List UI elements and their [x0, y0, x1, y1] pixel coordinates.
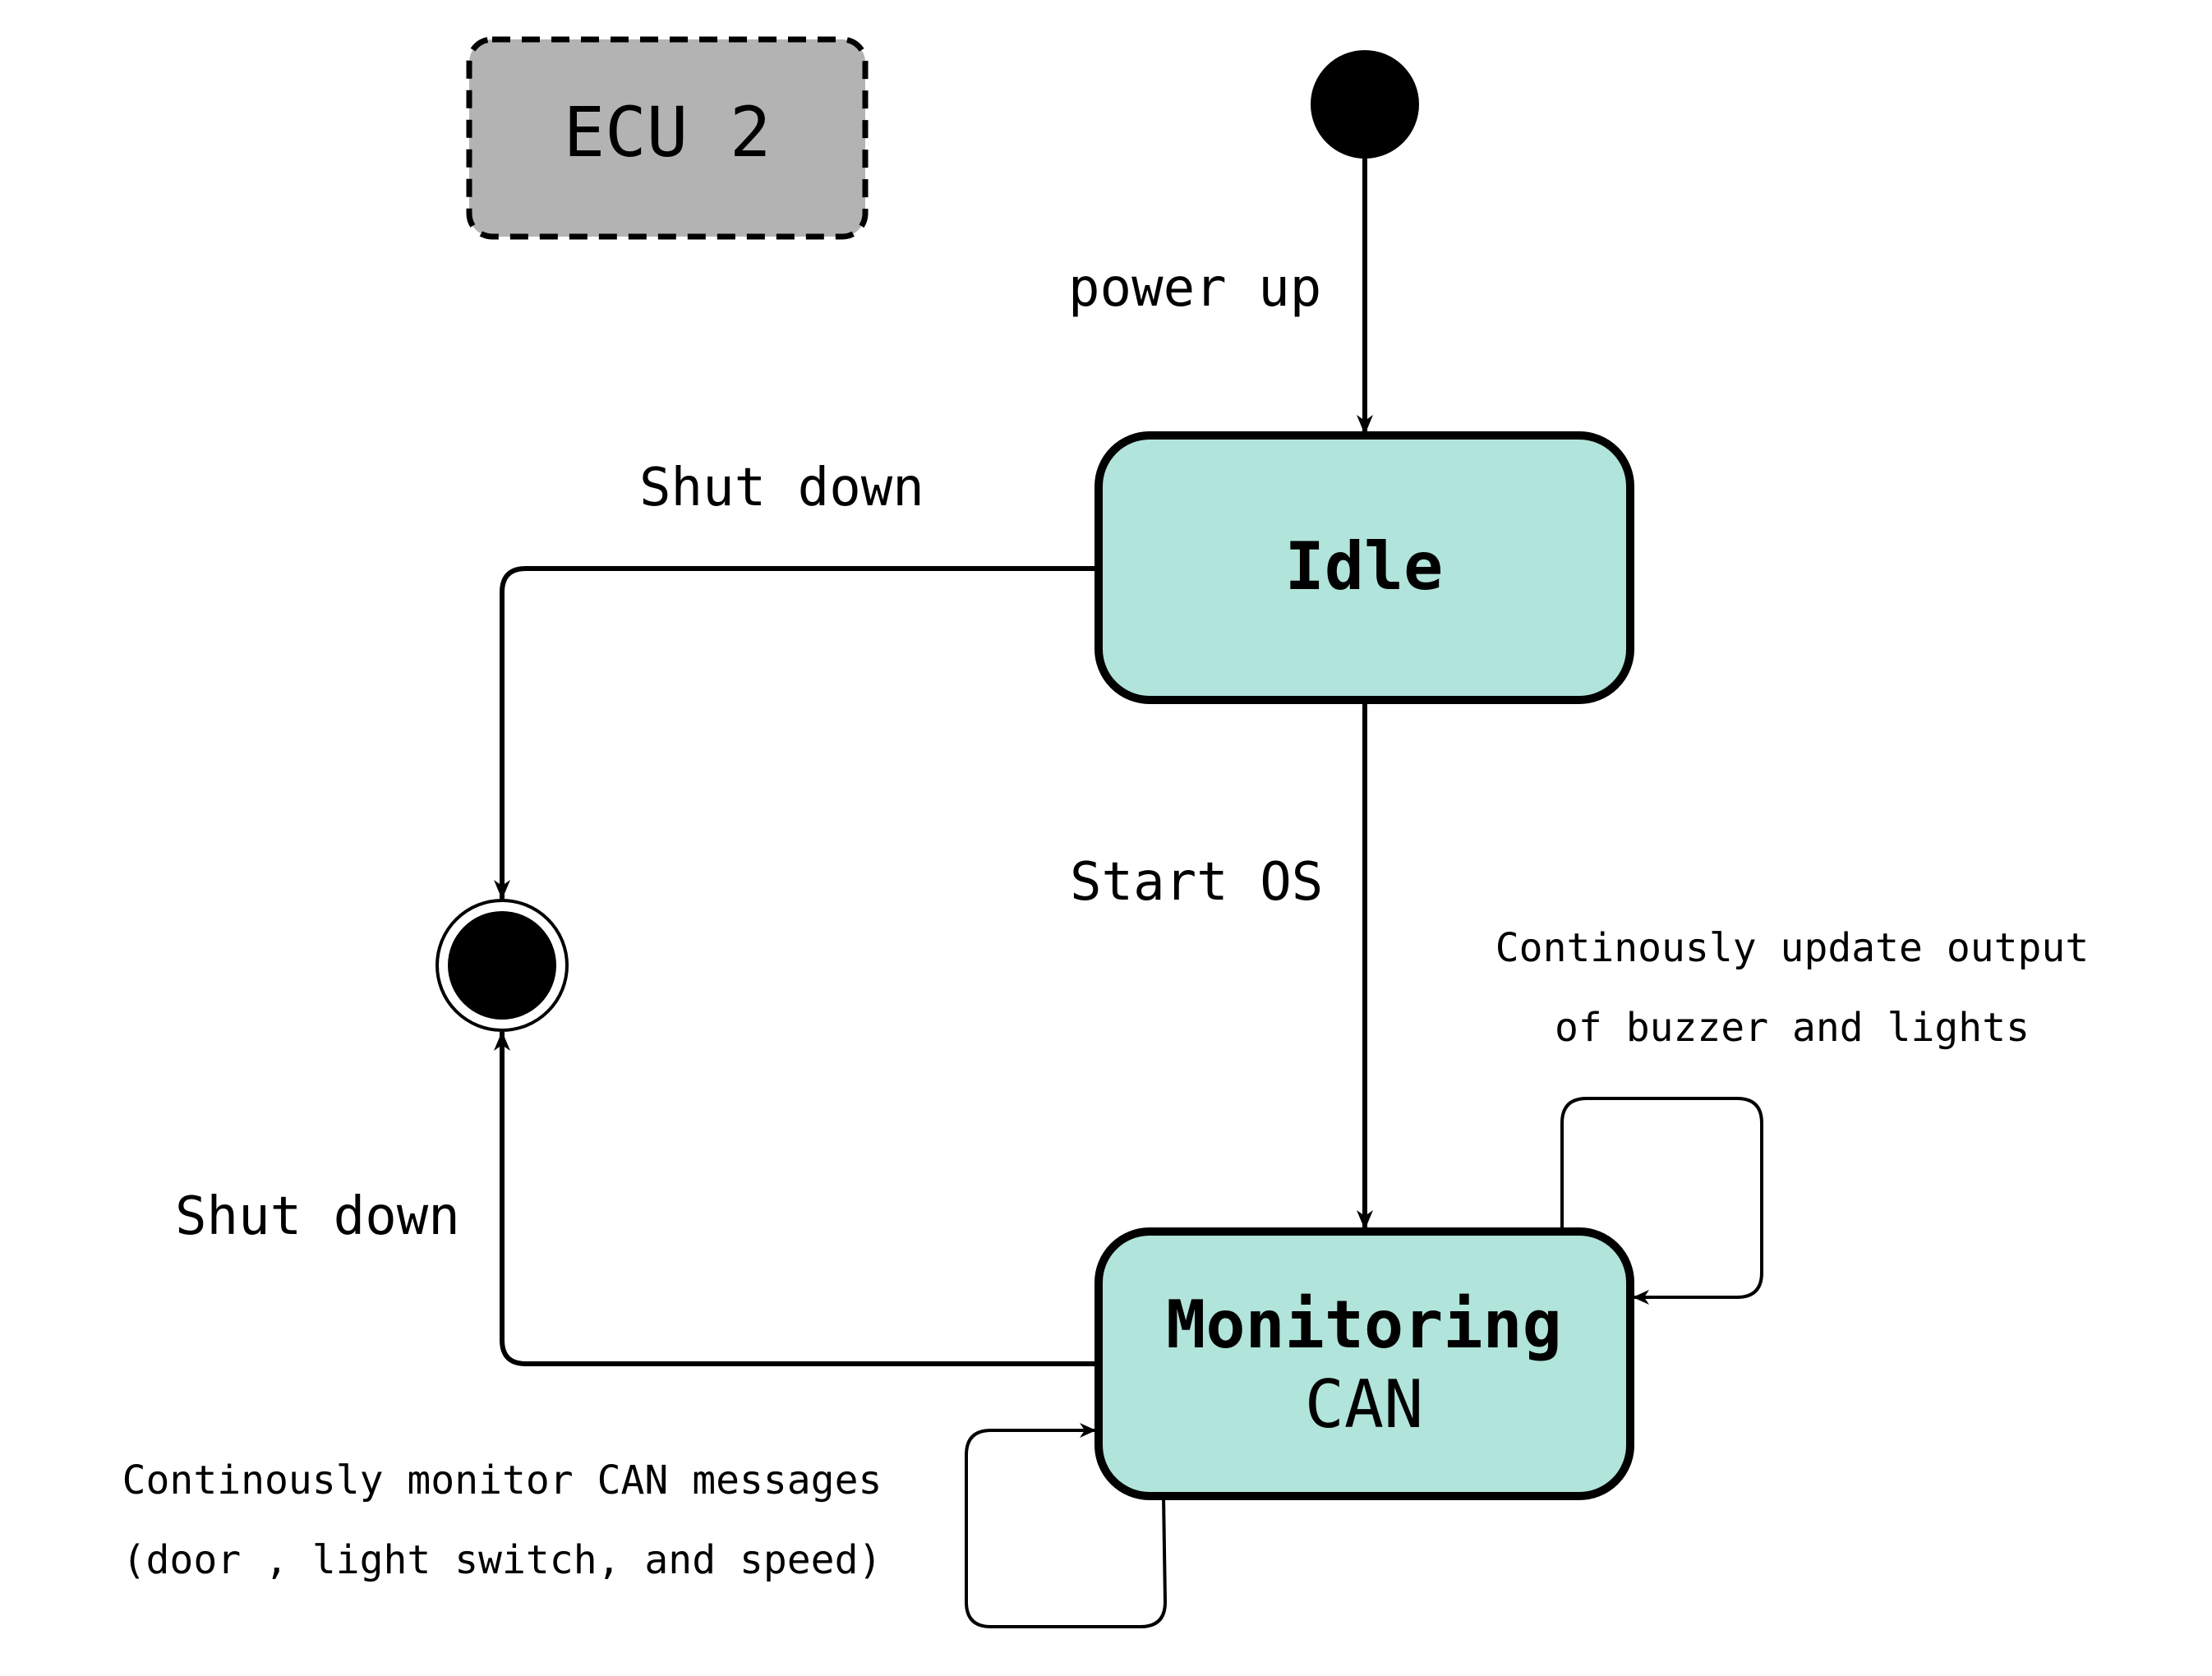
idle-state: Idle — [1094, 431, 1634, 704]
initial-state-node — [1311, 50, 1419, 159]
final-state-node — [435, 899, 569, 1032]
ecu-title-label: ECU 2 — [564, 92, 772, 173]
monitoring-shut-down-label: Shut down — [175, 1186, 460, 1247]
monitoring-state-label-line2: CAN — [1305, 1366, 1424, 1443]
start-os-label: Start OS — [1070, 852, 1323, 913]
idle-state-label: Idle — [1285, 528, 1444, 605]
update-output-self-loop — [1560, 1097, 1763, 1305]
monitoring-state-label-line1: Monitoring — [1166, 1287, 1562, 1363]
monitoring-can-state: Monitoring CAN — [1094, 1227, 1634, 1500]
update-output-note-line2: of buzzer and lights — [1555, 1005, 2030, 1051]
ecu-title-box: ECU 2 — [466, 36, 869, 240]
monitor-can-note-line2: (door , light switch, and speed) — [122, 1537, 882, 1583]
update-output-note-line1: Continously update output — [1495, 925, 2089, 971]
monitoring-shut-down-arrow — [494, 1031, 1099, 1366]
monitor-can-self-loop — [965, 1423, 1168, 1628]
monitor-can-note-line1: Continously monitor CAN messages — [122, 1457, 882, 1503]
power-up-label: power up — [1068, 258, 1321, 319]
idle-shut-down-label: Shut down — [639, 458, 924, 518]
idle-shut-down-arrow — [494, 566, 1099, 900]
